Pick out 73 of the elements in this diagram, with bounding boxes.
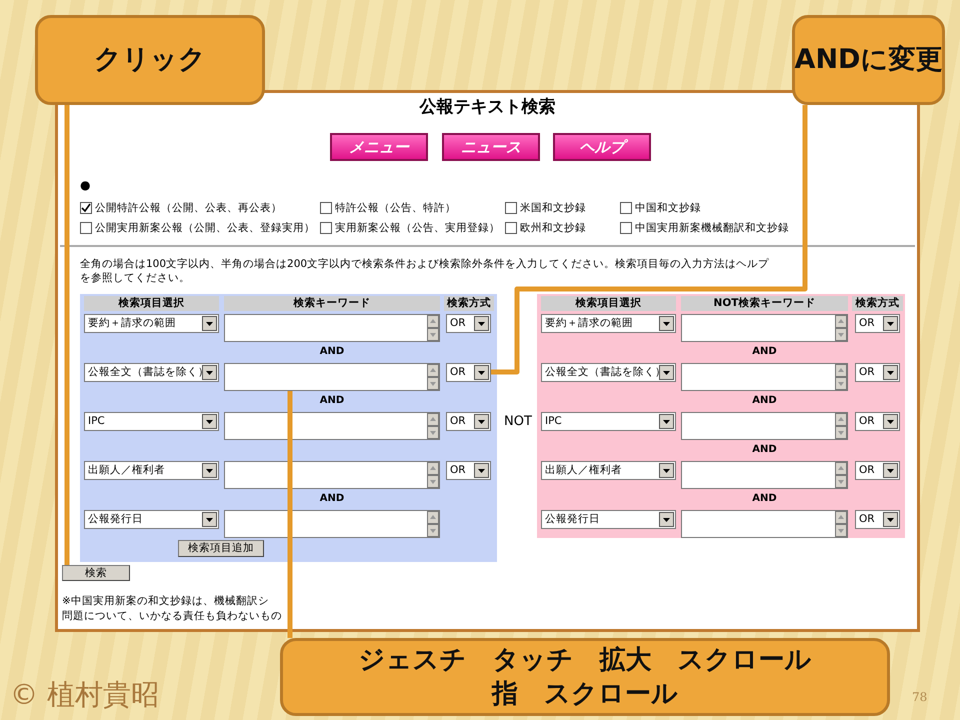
dropdown-select: 出願人／権利者 — [541, 461, 676, 480]
callout-text: 指 スクロール — [492, 678, 678, 711]
operator-label: AND — [751, 444, 778, 455]
dropdown-select: 公報発行日 — [541, 510, 676, 529]
operator-label: AND — [318, 395, 346, 406]
footnote-text: 問題について、いかなる責任も負わないもの — [62, 609, 282, 623]
nav-button: ヘルプ — [553, 133, 651, 161]
leader-line — [288, 391, 292, 638]
dropdown-select: OR — [855, 461, 900, 480]
dropdown-select: OR — [855, 412, 900, 431]
dropdown-select: 公報全文（書誌を除く） — [84, 363, 219, 382]
instruction-text: 全角の場合は100文字以内、半角の場合は200文字以内で検索条件および検索除外条件を入力してください。検索項目毎の入力方法はヘルプを参照してください。 — [80, 257, 770, 285]
text-area — [224, 314, 440, 342]
dropdown-select: IPC — [541, 412, 676, 431]
callout-text: ANDに変更 — [794, 43, 942, 77]
footnote-text: ※中国実用新案の和文抄録は、機械翻訳シ — [62, 594, 269, 608]
page-number: 78 — [912, 690, 928, 704]
checkbox-label: 実用新案公報（公告、実用登録） — [335, 221, 500, 235]
dropdown-select: OR — [446, 412, 491, 431]
checkbox-label: 中国和文抄録 — [635, 201, 701, 215]
operator-label: AND — [318, 493, 346, 504]
column-header: 検索項目選択 — [541, 296, 676, 311]
dropdown-select: 公報全文（書誌を除く） — [541, 363, 676, 382]
dropdown-select: OR — [446, 363, 491, 382]
checkbox-label: 米国和文抄録 — [520, 201, 586, 215]
copyright-text: © 植村貴昭 — [10, 677, 159, 713]
search-button: 検索 — [62, 565, 130, 581]
column-header: 検索方式 — [852, 296, 903, 311]
checkbox-label: 中国実用新案機械翻訳和文抄録 — [635, 221, 789, 235]
operator-label: AND — [751, 493, 778, 504]
page-heading: 公報テキスト検索 — [418, 96, 556, 118]
text-area — [224, 412, 440, 440]
text-area — [681, 363, 848, 391]
leader-line — [491, 105, 808, 374]
dropdown-select: OR — [855, 363, 900, 382]
bullet-label: ● — [80, 178, 90, 192]
operator-label: NOT — [503, 413, 533, 431]
column-header: 検索キーワード — [224, 296, 440, 311]
dropdown-select: 出願人／権利者 — [84, 461, 219, 480]
column-header: 検索方式 — [444, 296, 494, 311]
callout-text: クリック — [94, 43, 206, 77]
operator-label: AND — [318, 346, 346, 357]
text-area — [681, 461, 848, 489]
dropdown-select: OR — [446, 461, 491, 480]
text-area — [681, 314, 848, 342]
leader-line — [64, 105, 70, 565]
text-area — [224, 461, 440, 489]
operator-label: AND — [751, 346, 778, 357]
text-area — [681, 510, 848, 538]
callout-bubble — [280, 638, 890, 716]
dropdown-select: 公報発行日 — [84, 510, 219, 529]
checkbox-label: 特許公報（公告、特許） — [335, 201, 456, 215]
text-area — [681, 412, 848, 440]
nav-button: ニュース — [442, 133, 540, 161]
checkbox-label: 欧州和文抄録 — [520, 221, 586, 235]
dropdown-select: OR — [446, 314, 491, 333]
operator-label: AND — [751, 395, 778, 406]
nav-button: メニュー — [330, 133, 428, 161]
dropdown-select: 要約＋請求の範囲 — [541, 314, 676, 333]
callout-bubble — [792, 15, 945, 105]
column-header: 検索項目選択 — [84, 296, 219, 311]
dropdown-select: OR — [855, 314, 900, 333]
column-header: NOT検索キーワード — [681, 296, 848, 311]
checkbox-label: 公開特許公報（公開、公表、再公表） — [95, 201, 282, 215]
callout-bubble — [35, 15, 265, 105]
text-area — [224, 363, 440, 391]
dropdown-select: IPC — [84, 412, 219, 431]
dropdown-select: OR — [855, 510, 900, 529]
dropdown-select: 要約＋請求の範囲 — [84, 314, 219, 333]
add-field-button: 検索項目追加 — [178, 540, 264, 557]
text-area — [224, 510, 440, 538]
checkbox-label: 公開実用新案公報（公開、公表、登録実用） — [95, 221, 315, 235]
callout-text: ジェスチ タッチ 拡大 スクロール — [358, 644, 812, 677]
